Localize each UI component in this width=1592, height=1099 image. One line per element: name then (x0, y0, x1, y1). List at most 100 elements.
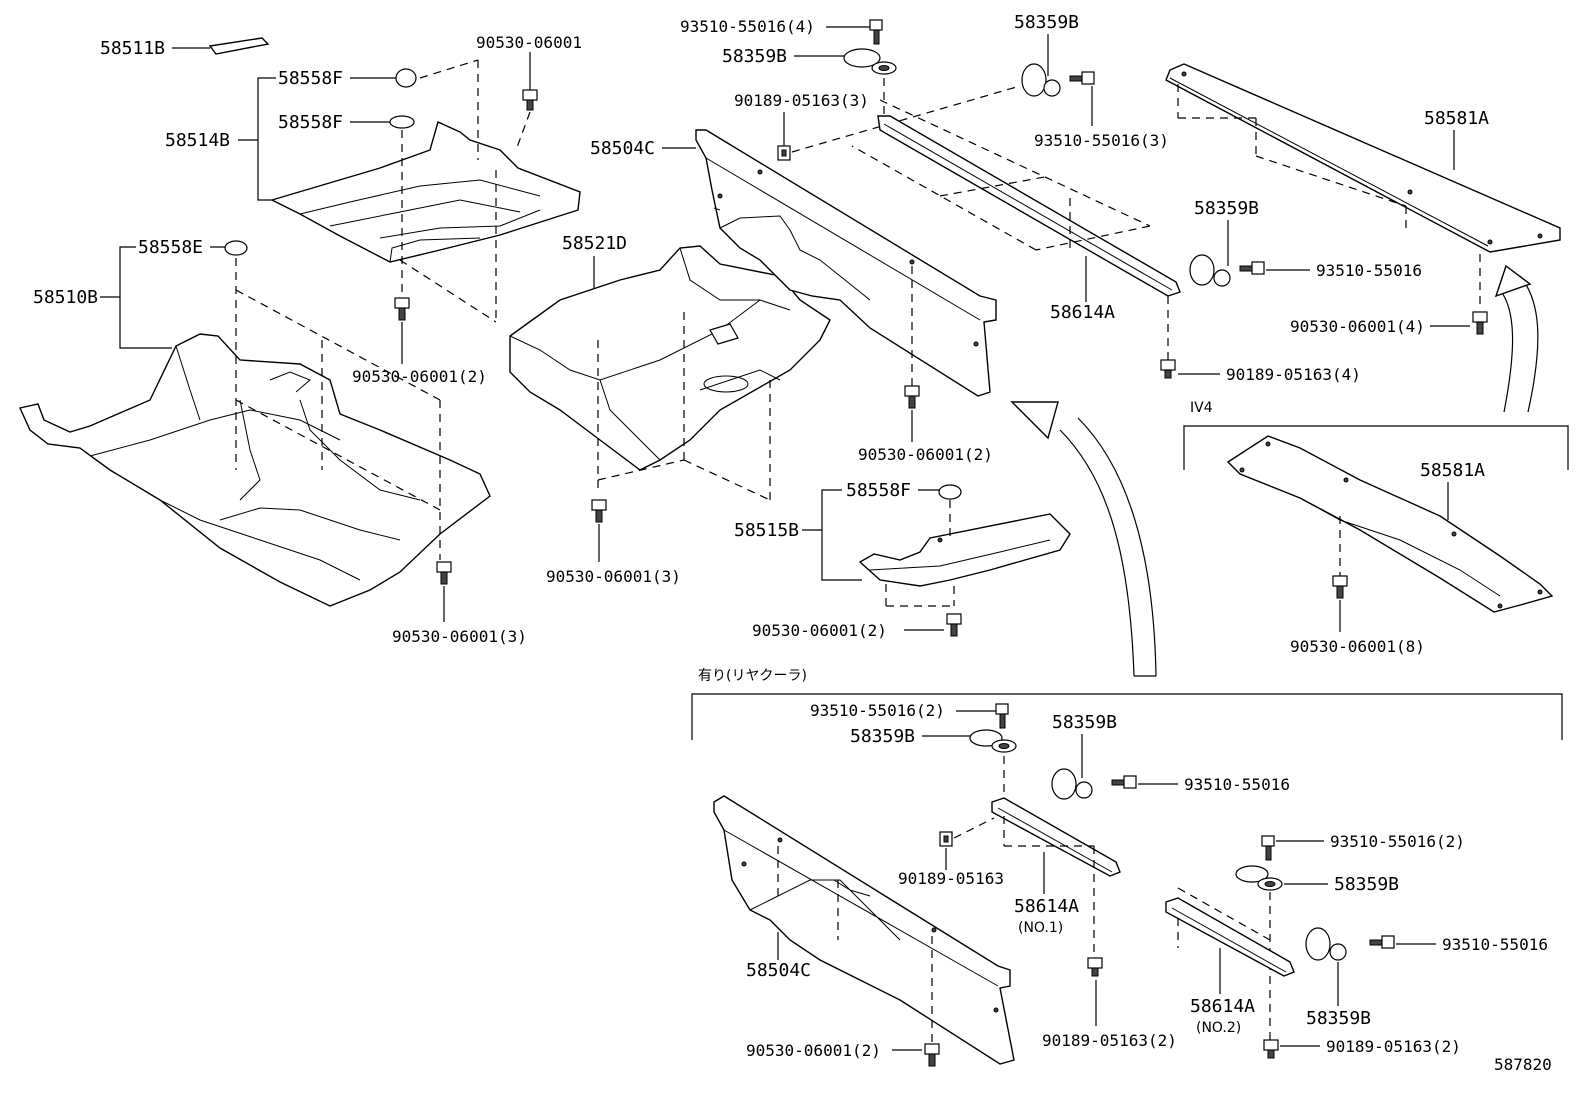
part-58515B: 58558F 58515B 90530-06001(2) (734, 480, 1071, 640)
label-58515B: 58515B (734, 520, 799, 541)
label-no2: (NO.2) (1196, 1020, 1241, 1036)
label-58521D: 58521D (562, 233, 627, 254)
label-58359B-f: 58359B (1334, 874, 1399, 895)
boss-58521D (709, 323, 739, 345)
grommet-58359B-e (1075, 781, 1093, 799)
carpet-58510B (19, 333, 491, 607)
label-58359B-d: 58359B (850, 726, 915, 747)
clip-58558F-b (389, 115, 415, 129)
cap-58359B-b (1021, 63, 1047, 97)
figure-code: 587820 (1494, 1055, 1552, 1074)
section-rear-cooler: 有り(リヤクーラ) 93510-55016(2) 58359B 58359B 9… (691, 668, 1563, 1067)
bolt-90530-06001-2a (394, 297, 410, 321)
nut-90189-05163-2a (1087, 957, 1103, 977)
arrow-head-a (1494, 264, 1532, 298)
label-93510-55016-3: 93510-55016(3) (1034, 131, 1169, 150)
label-90530-06001-3b: 90530-06001(3) (546, 567, 681, 586)
label-93510-55016-b: 93510-55016 (1184, 775, 1290, 794)
panel-58515B (858, 513, 1071, 587)
panel-58521D (509, 245, 831, 471)
label-58558F-a: 58558F (278, 68, 343, 89)
pad-58511B (208, 37, 270, 55)
bolt-90530-06001-3a (436, 561, 452, 585)
cap-58359B-e (1051, 768, 1077, 800)
part-58581A-a: 58581A 90530-06001(4) (1165, 63, 1561, 413)
label-90530-06001-2b: 90530-06001(2) (858, 445, 993, 464)
label-90189-05163-4: 90189-05163(4) (1226, 365, 1361, 384)
label-58504C-b: 58504C (746, 960, 811, 981)
cap-58359B-f (1235, 865, 1269, 883)
screw-93510-55016-b (1111, 775, 1137, 789)
screw-93510-55016-3 (1069, 71, 1095, 85)
screw-93510-55016-c (1369, 935, 1395, 949)
label-90530-06001-3a: 90530-06001(3) (392, 627, 527, 646)
clip-58558F-a (395, 68, 417, 88)
label-90530-06001-8: 90530-06001(8) (1290, 637, 1425, 656)
strip-58614A-no2 (1165, 897, 1295, 977)
label-58558E: 58558E (138, 237, 203, 258)
cap-58359B-c (1189, 254, 1215, 286)
label-58558F-c: 58558F (846, 480, 911, 501)
label-90530-06001-2a: 90530-06001(2) (352, 367, 487, 386)
bolt-90530-06001-3b (591, 499, 607, 523)
clip-58558F-c (938, 484, 962, 500)
grommet-58359B-g (1329, 943, 1347, 961)
label-90189-05163-2a: 90189-05163(2) (1042, 1031, 1177, 1050)
label-58614A-a: 58614A (1050, 302, 1115, 323)
part-58504C-a: 93510-55016(4) 58359B 90189-05163(3) 585… (590, 17, 1021, 464)
screw-93510-55016-4 (869, 19, 883, 45)
section-iv4: IV4 58581A 90530-06001(8) (1183, 400, 1569, 656)
arrow-head-center (1010, 401, 1059, 440)
label-iv4: IV4 (1190, 400, 1213, 416)
label-58581A-b: 58581A (1420, 460, 1485, 481)
label-58359B-c: 58359B (1194, 198, 1259, 219)
part-58510B: 58510B 58558E 90530-06001(3) (19, 237, 527, 646)
label-93510-55016-a: 93510-55016 (1316, 261, 1422, 280)
label-90530-06001-4: 90530-06001(4) (1290, 317, 1425, 336)
panel-58514B (270, 121, 581, 263)
part-58514B: 58514B 58558F 58558F 90530-06001 905 (165, 33, 582, 386)
bolt-90530-06001-8 (1332, 575, 1348, 599)
label-90189-05163-2b: 90189-05163(2) (1326, 1037, 1461, 1056)
bolt-90530-06001-2c (946, 613, 962, 637)
nut-90189-05163-3 (777, 145, 791, 161)
label-58558F-b: 58558F (278, 112, 343, 133)
bolt-90530-06001-2d (924, 1043, 940, 1067)
screw-93510-55016-a (1239, 261, 1265, 275)
clip-58558E (224, 240, 248, 256)
panel-58581A-b (1226, 435, 1554, 613)
strip-58614A-no1 (991, 797, 1121, 877)
label-58359B-e: 58359B (1052, 712, 1117, 733)
label-58510B: 58510B (33, 287, 98, 308)
label-58614A-c: 58614A (1190, 996, 1255, 1017)
nut-90189-05163-4 (1160, 359, 1176, 379)
label-58504C-a: 58504C (590, 138, 655, 159)
label-90530-06001-2d: 90530-06001(2) (746, 1041, 881, 1060)
label-93510-55016-c: 93510-55016 (1442, 935, 1548, 954)
label-no1: (NO.1) (1018, 920, 1063, 936)
nut-90189-05163-a (939, 831, 953, 847)
grommet-58359B-b (1043, 79, 1061, 97)
screw-93510-55016-2a (995, 703, 1009, 729)
bolt-90530-06001-2b (904, 385, 920, 409)
cap-58359B-a (843, 48, 881, 68)
part-58614A-a: 58359B 93510-55016(3) 58614A 58359B 9351… (851, 12, 1422, 384)
label-93510-55016-2a: 93510-55016(2) (810, 701, 945, 720)
arrow-curve-center (1010, 401, 1157, 677)
label-58614A-b: 58614A (1014, 896, 1079, 917)
grommet-58359B-c (1213, 269, 1231, 287)
part-58521D: 58521D 90530-06001(3) (509, 233, 831, 586)
label-90530-06001-a: 90530-06001 (476, 33, 582, 52)
label-90189-05163-a: 90189-05163 (898, 869, 1004, 888)
label-58511B: 58511B (100, 38, 165, 59)
label-58514B: 58514B (165, 130, 230, 151)
panel-58504C-b (713, 795, 1015, 1065)
label-rear-cooler: 有り(リヤクーラ) (698, 668, 807, 684)
label-93510-55016-4: 93510-55016(4) (680, 17, 815, 36)
bolt-90530-06001-a (522, 89, 538, 111)
bolt-90530-06001-4 (1472, 311, 1488, 335)
label-58359B-b: 58359B (1014, 12, 1079, 33)
label-93510-55016-2b: 93510-55016(2) (1330, 832, 1465, 851)
label-58359B-g: 58359B (1306, 1008, 1371, 1029)
label-90189-05163-3: 90189-05163(3) (734, 91, 869, 110)
